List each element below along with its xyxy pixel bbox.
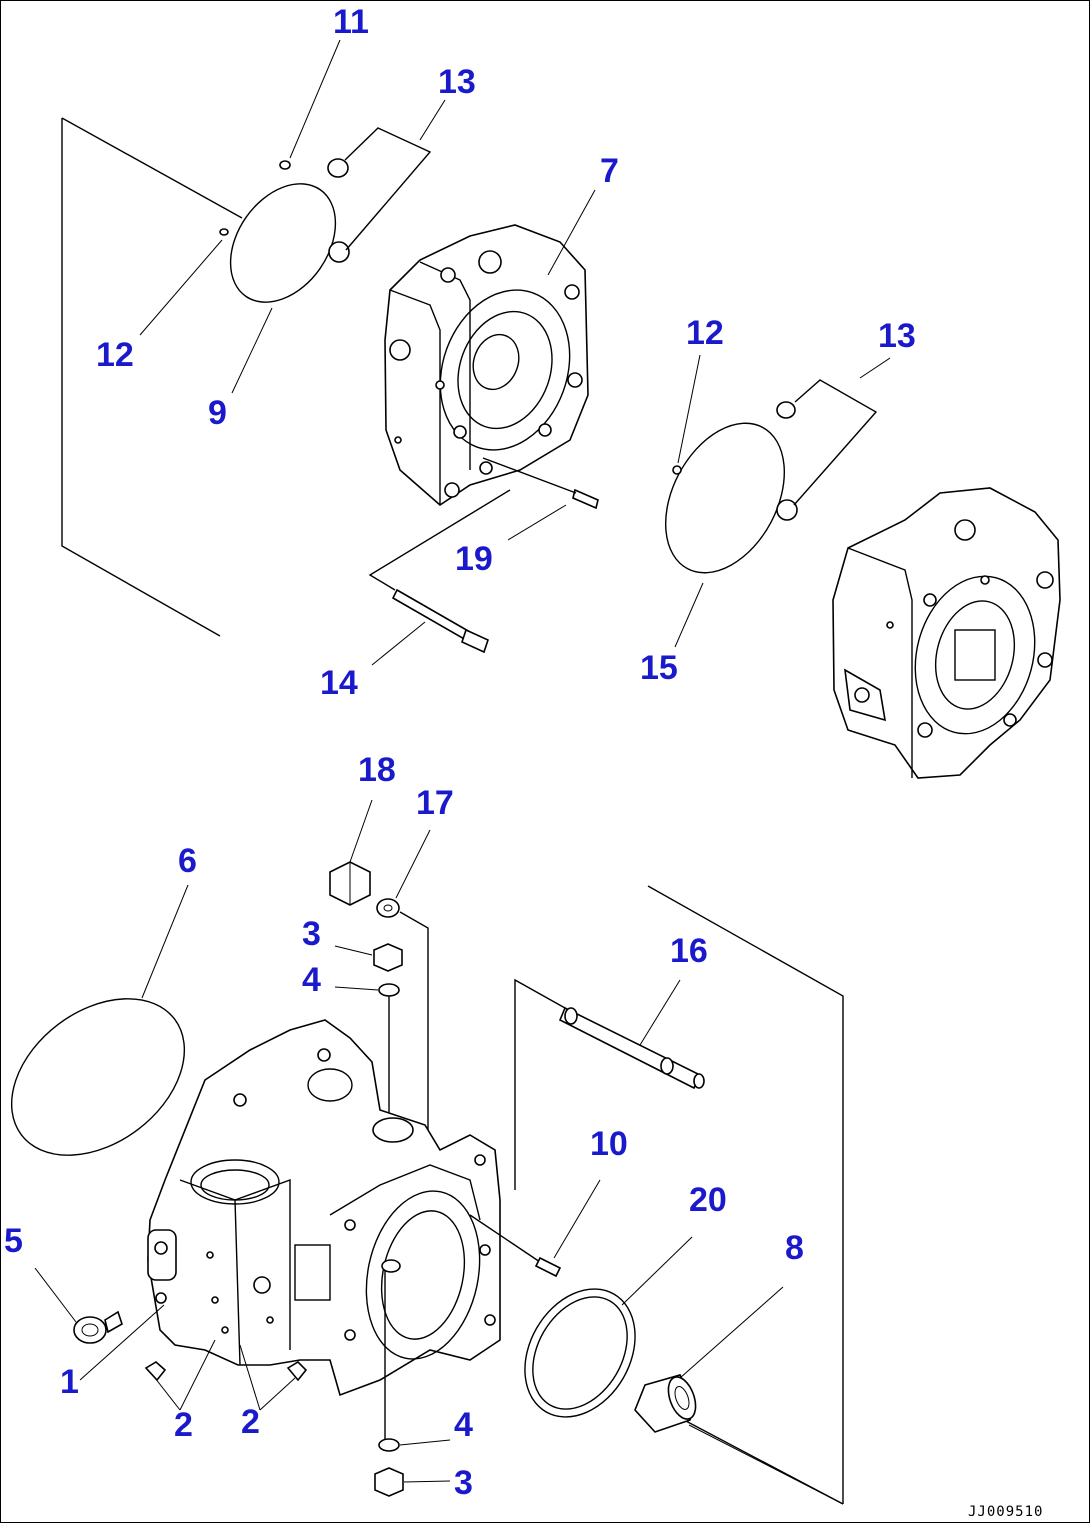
part-15-o-ring (664, 422, 786, 574)
callout-1: 1 (60, 1363, 79, 1401)
callout-9: 9 (208, 394, 227, 432)
part-8-bushing (634, 1374, 697, 1433)
part-13-o-rings-right (776, 379, 878, 521)
leader-lines (34, 39, 891, 1505)
callout-17: 17 (416, 784, 454, 822)
part-12-pin-upper-left (219, 228, 229, 236)
part-18-nut (329, 861, 371, 906)
callout-4: 4 (302, 961, 321, 999)
callout-4: 4 (454, 1406, 473, 1444)
part-2-plug-left (144, 1361, 167, 1382)
part-9-o-ring (229, 183, 337, 303)
callout-8: 8 (785, 1229, 804, 1267)
part-6-o-ring (10, 998, 186, 1156)
part-5-plug (73, 1310, 123, 1344)
callout-labels: 11 13 7 12 9 12 13 19 14 15 18 17 6 3 4 … (4, 3, 916, 1502)
part-14-bolt (368, 489, 511, 654)
callout-10: 10 (590, 1125, 628, 1163)
part-16-shaft (514, 978, 705, 1190)
part-3-plug-upper (373, 943, 403, 972)
callout-15: 15 (640, 649, 678, 687)
part-4-o-ring-upper (378, 983, 400, 1120)
part-17-washer (376, 898, 429, 1145)
part-10-pin (469, 1214, 562, 1278)
callout-3: 3 (454, 1464, 473, 1502)
callout-16: 16 (670, 932, 708, 970)
part-2-plug-right (286, 1360, 308, 1382)
callout-6: 6 (178, 842, 197, 880)
part-20-seal-ring (524, 1288, 636, 1418)
part-3-plug-lower (374, 1467, 404, 1497)
part-12-pin-right (672, 465, 682, 475)
part-7-end-cover (384, 224, 589, 507)
callout-5: 5 (4, 1222, 23, 1260)
callout-14: 14 (320, 664, 358, 702)
part-13-o-rings-left (327, 127, 432, 263)
pump-housing-upper-right (832, 487, 1061, 779)
callout-2: 2 (174, 1406, 193, 1444)
callout-13: 13 (878, 317, 916, 355)
callout-7: 7 (600, 152, 619, 190)
callout-13: 13 (438, 63, 476, 101)
pump-case-main (147, 1019, 501, 1440)
callout-12: 12 (686, 314, 724, 352)
callout-11: 11 (333, 3, 369, 41)
callout-18: 18 (358, 751, 396, 789)
part-11-pin (279, 160, 291, 170)
part-4-o-ring-lower (378, 1438, 400, 1452)
callout-12: 12 (96, 336, 134, 374)
drawing-code: JJ009510 (968, 1504, 1043, 1520)
callout-19: 19 (455, 540, 493, 578)
part-19-pin (482, 457, 599, 510)
callout-20: 20 (689, 1181, 727, 1219)
callout-2: 2 (241, 1403, 260, 1441)
upper-reference-frame (61, 117, 243, 637)
callout-3: 3 (302, 915, 321, 953)
